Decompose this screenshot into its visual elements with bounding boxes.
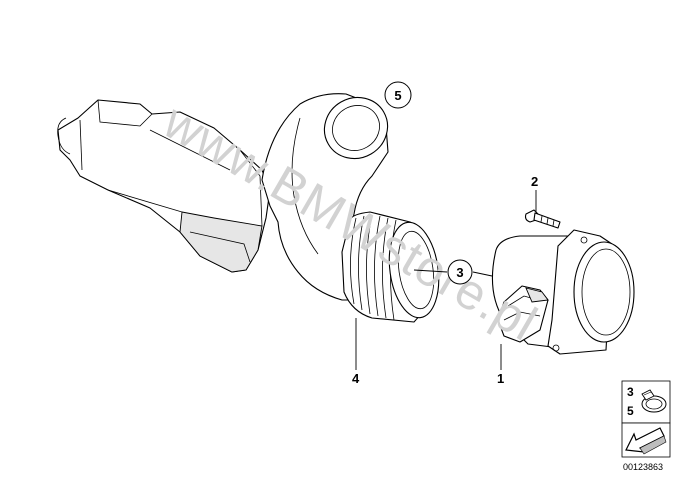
callout-5-circle: [384, 81, 412, 109]
leader-3b: [472, 271, 493, 277]
air-mass-meter: [491, 229, 635, 355]
callout-1: 1: [497, 371, 504, 386]
screw: [524, 209, 561, 229]
callout-4: 4: [352, 371, 360, 386]
hose-clamp-icon: [641, 389, 667, 413]
direction-arrow-icon: [625, 427, 667, 455]
legend-item-5: 5: [627, 404, 634, 418]
leader-3a: [413, 269, 448, 273]
callout-2: 2: [531, 174, 538, 189]
callout-5: 5: [394, 88, 401, 103]
part-code: 00123863: [623, 462, 663, 472]
rubber-elbow-boot: [261, 93, 440, 323]
callout-3-circle: [447, 259, 473, 285]
legend-box: 3 5 00123863: [621, 380, 671, 472]
callout-3: 3: [456, 265, 463, 280]
intake-silencer-housing: [57, 99, 271, 273]
legend-item-3: 3: [627, 385, 634, 399]
